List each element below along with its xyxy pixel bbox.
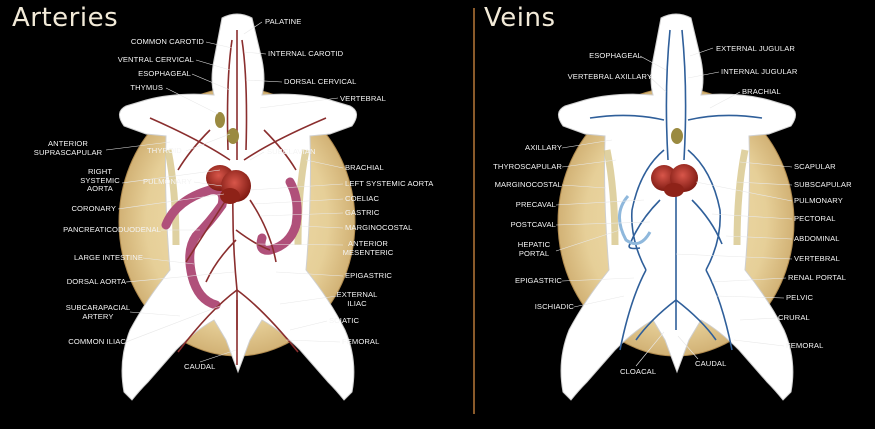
- label-esophageal: ESOPHAGEAL: [138, 69, 191, 78]
- arteries-heart: [206, 165, 251, 204]
- label-subscapular: SUBSCAPULAR: [794, 180, 852, 189]
- label-external-iliac: EXTERNAL ILIAC: [336, 290, 378, 308]
- label-anterior-mesenteric: ANTERIOR MESENTERIC: [342, 239, 394, 257]
- label-abdominal: ABDOMINAL: [794, 234, 840, 243]
- label-marginocostal-vein: MARGINOCOSTAL: [494, 180, 562, 189]
- label-dorsal-aorta: DORSAL AORTA: [66, 277, 126, 286]
- label-internal-carotid: INTERNAL CAROTID: [268, 49, 344, 58]
- arteries-thyroid: [227, 128, 239, 144]
- label-pelvic: PELVIC: [786, 293, 814, 302]
- label-coeliac: COELIAC: [345, 194, 380, 203]
- label-axillary: AXILLARY: [525, 143, 562, 152]
- label-vertebral-axillary: VERTEBRAL AXILLARY: [567, 72, 652, 81]
- label-left-systemic-aorta: LEFT SYSTEMIC AORTA: [345, 179, 434, 188]
- label-anterior-suprascapular: ANTERIOR SUPRASCAPULAR: [33, 139, 103, 157]
- label-subcarapacial-artery: SUBCARAPACIAL ARTERY: [65, 303, 131, 321]
- arteries-title: Arteries: [12, 3, 119, 33]
- label-precaval: PRECAVAL: [515, 200, 556, 209]
- arteries-body-outline: [119, 13, 357, 401]
- label-epigastric-vein: EPIGASTRIC: [515, 276, 562, 285]
- label-common-iliac: COMMON ILIAC: [68, 337, 126, 346]
- label-dorsal-cervical: DORSAL CERVICAL: [284, 77, 357, 86]
- label-femoral-artery: FEMORAL: [342, 337, 380, 346]
- veins-heart: [651, 164, 698, 197]
- arteries-intestine-right: [161, 185, 228, 310]
- veins-turtle: [555, 13, 796, 401]
- label-esophageal-vein: ESOPHAGEAL: [589, 51, 642, 60]
- veins-hepatic-portal: [618, 195, 652, 246]
- label-gastric: GASTRIC: [345, 208, 380, 217]
- veins-thyroid: [671, 128, 683, 144]
- arteries-turtle: [105, 13, 357, 401]
- arteries-thymus: [215, 112, 225, 128]
- label-sciatic: SCIATIC: [329, 316, 360, 325]
- veins-body-outline: [558, 13, 796, 401]
- label-hepatic-portal: HEPATIC PORTAL: [517, 240, 551, 258]
- label-cloacal: CLOACAL: [620, 367, 657, 376]
- label-common-carotid: COMMON CAROTID: [130, 37, 204, 46]
- label-epigastric-artery: EPIGASTRIC: [345, 271, 392, 280]
- label-ventral-cervical: VENTRAL CERVICAL: [117, 55, 194, 64]
- label-postcaval: POSTCAVAL: [510, 220, 556, 229]
- label-pancreaticoduodenal: PANCREATICODUODENAL: [63, 225, 161, 234]
- label-pulmonary-vein: PULMONARY: [794, 196, 843, 205]
- label-thyroscapular: THYROSCAPULAR: [493, 162, 562, 171]
- label-brachial: BRACHIAL: [345, 163, 384, 172]
- label-marginocostal: MARGINOCOSTAL: [345, 223, 413, 232]
- label-brachial-vein: BRACHIAL: [742, 87, 781, 96]
- label-femoral-vein: FEMORAL: [786, 341, 824, 350]
- label-subclavian: SUBCLAVIAN: [267, 147, 316, 156]
- label-thyroid: THYROID: [147, 146, 182, 155]
- label-coronary: CORONARY: [71, 204, 116, 213]
- label-caudal-vein: CAUDAL: [695, 359, 727, 368]
- label-internal-jugular: INTERNAL JUGULAR: [721, 67, 798, 76]
- veins-title: Veins: [484, 3, 556, 33]
- label-renal-portal: RENAL PORTAL: [788, 273, 847, 282]
- label-vertebral-vein: VERTEBRAL: [794, 254, 840, 263]
- label-crural: CRURAL: [778, 313, 810, 322]
- label-pulmonary: PULMONARY: [143, 177, 192, 186]
- label-thymus: THYMUS: [130, 83, 163, 92]
- label-palatine: PALATINE: [265, 17, 302, 26]
- label-caudal-artery: CAUDAL: [184, 362, 216, 371]
- label-ischiadic: ISCHIADIC: [534, 302, 574, 311]
- panel-divider: [473, 8, 475, 414]
- label-vertebral: VERTEBRAL: [340, 94, 386, 103]
- label-pectoral: PECTORAL: [794, 214, 836, 223]
- label-large-intestine: LARGE INTESTINE: [73, 253, 143, 262]
- label-right-systemic-aorta: RIGHT SYSTEMIC AORTA: [80, 167, 120, 194]
- label-external-jugular: EXTERNAL JUGULAR: [716, 44, 795, 53]
- label-scapular: SCAPULAR: [794, 162, 836, 171]
